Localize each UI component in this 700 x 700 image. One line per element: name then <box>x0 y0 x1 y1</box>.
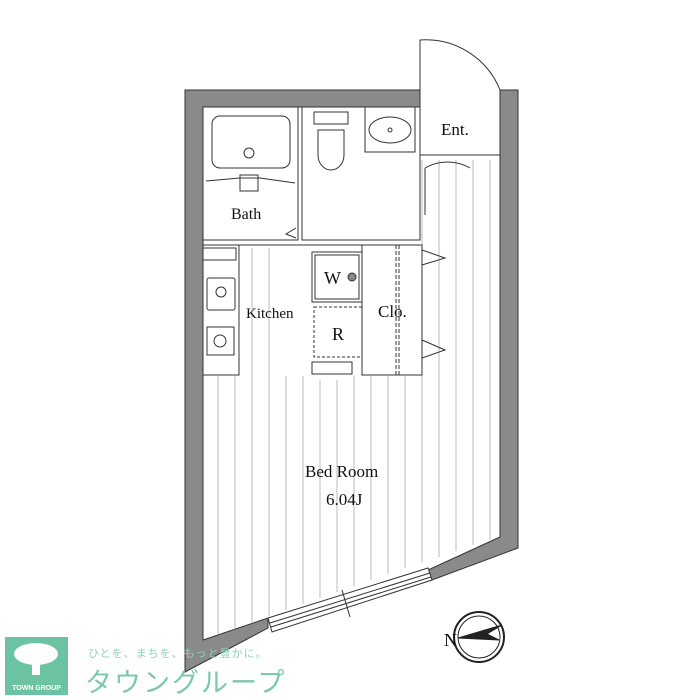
label-washer: W <box>324 268 341 288</box>
label-refrigerator: R <box>332 324 344 344</box>
logo-badge-text: TOWN GROUP <box>12 685 61 692</box>
kitchen-counter <box>202 244 240 376</box>
compass-north-label: N <box>444 630 457 650</box>
label-bedroom: Bed Room <box>305 462 378 481</box>
label-bedroom-size: 6.04J <box>326 490 363 509</box>
label-closet: Clo. <box>378 302 407 321</box>
label-bath: Bath <box>231 206 261 223</box>
closet <box>361 244 447 376</box>
label-entrance: Ent. <box>441 120 469 139</box>
town-group-logo: TOWN GROUP <box>5 637 68 695</box>
toilet-room <box>301 106 421 241</box>
label-kitchen: Kitchen <box>246 306 294 322</box>
logo-brand: タウングループ <box>85 668 287 699</box>
floor-stripes <box>217 160 491 634</box>
tree-icon <box>14 643 58 675</box>
logo-slogan: ひとを、まちを、もっと豊かに。 <box>88 647 268 660</box>
compass-icon <box>453 611 505 663</box>
window <box>267 567 433 633</box>
